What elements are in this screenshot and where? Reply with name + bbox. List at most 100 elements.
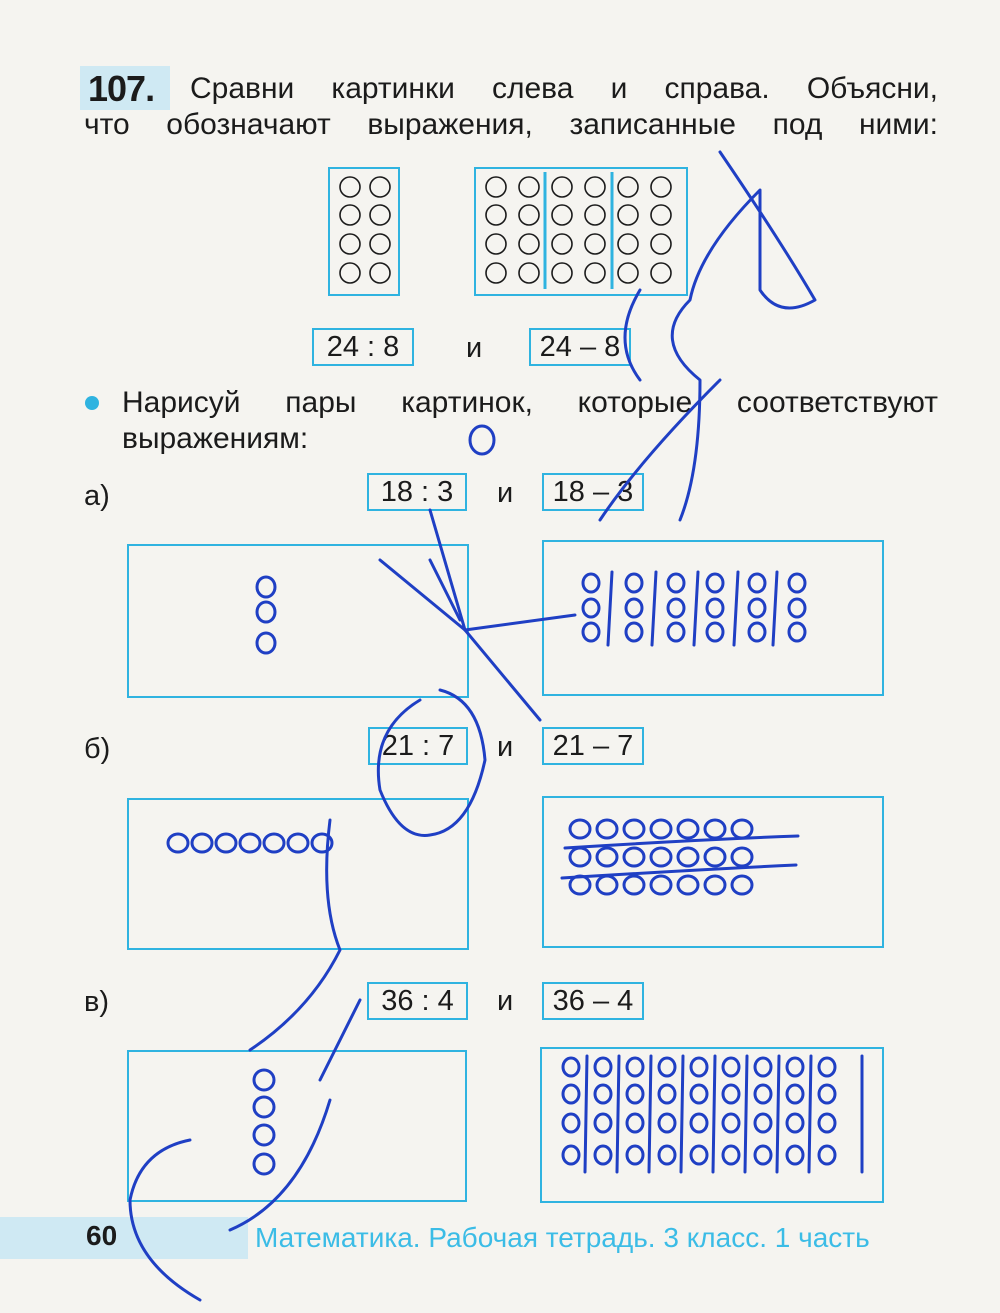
- ink-dot: [649, 846, 673, 868]
- ink-separator: [647, 1054, 653, 1174]
- ink-dot: [625, 1056, 645, 1078]
- example-dot: [485, 176, 507, 198]
- item-c-left-drawing-area[interactable]: [127, 1050, 467, 1202]
- ink-dot: [817, 1056, 837, 1078]
- example-dot: [617, 233, 639, 255]
- item-c-right-drawing-area[interactable]: [540, 1047, 884, 1203]
- task-number-badge: 107.: [80, 66, 170, 110]
- ink-dot: [625, 1112, 645, 1134]
- item-c-label: в): [84, 986, 110, 1018]
- ink-dot: [255, 600, 277, 624]
- ink-dot: [657, 1144, 677, 1166]
- ink-dot: [622, 874, 646, 896]
- ink-separator: [743, 1054, 749, 1174]
- ink-dot: [262, 832, 286, 854]
- ink-scribble: [228, 1098, 332, 1232]
- ink-separator: [615, 1054, 621, 1174]
- ink-dot: [730, 874, 754, 896]
- ink-dot: [705, 621, 725, 643]
- ink-dot: [657, 1056, 677, 1078]
- ink-separator: [679, 1054, 685, 1174]
- ink-separator: [775, 1054, 781, 1174]
- book-title: Математика. Рабочая тетрадь. 3 класс. 1 …: [255, 1222, 870, 1253]
- ink-separator: [692, 570, 700, 647]
- example-dot: [339, 204, 361, 226]
- example-dot: [518, 262, 540, 284]
- ink-dot: [721, 1112, 741, 1134]
- ink-dot: [817, 1112, 837, 1134]
- ink-dot: [561, 1056, 581, 1078]
- ink-separator: [606, 570, 614, 647]
- ink-separator: [732, 570, 740, 647]
- task-text-line-2: что обозначают выражения, записанные под…: [84, 108, 938, 141]
- example-dot: [485, 204, 507, 226]
- ink-dot: [593, 1144, 613, 1166]
- ink-dot: [255, 631, 277, 655]
- ink-dot: [787, 621, 807, 643]
- ink-dot: [703, 846, 727, 868]
- ink-dot: [568, 818, 592, 840]
- task-number: 107.: [88, 68, 155, 109]
- example-dot: [584, 262, 606, 284]
- example-dot: [339, 176, 361, 198]
- ink-dot: [747, 597, 767, 619]
- ink-dot: [238, 832, 262, 854]
- ink-dot: [817, 1144, 837, 1166]
- example-conjunction: и: [466, 332, 483, 364]
- ink-dot: [581, 572, 601, 594]
- example-dot: [551, 204, 573, 226]
- example-left-picture: [328, 167, 400, 296]
- instruction-line-1: Нарисуй пары картинок, которые соответст…: [122, 386, 938, 419]
- item-b-subtraction: 21 – 7: [542, 727, 644, 765]
- ink-scribble: [378, 508, 467, 632]
- ink-dot: [666, 572, 686, 594]
- ink-separator: [711, 1054, 717, 1174]
- ink-dot: [753, 1144, 773, 1166]
- ink-scribble-ring: [468, 424, 496, 456]
- ink-dot: [730, 818, 754, 840]
- example-dot: [584, 204, 606, 226]
- ink-dot: [252, 1152, 276, 1176]
- item-b-division: 21 : 7: [368, 727, 468, 765]
- item-b-left-drawing-area[interactable]: [127, 798, 469, 950]
- ink-separator: [650, 570, 658, 647]
- example-dot: [584, 233, 606, 255]
- ink-dot: [252, 1095, 276, 1119]
- ink-dot: [785, 1144, 805, 1166]
- example-dot: [617, 176, 639, 198]
- example-expression-division: 24 : 8: [312, 328, 414, 366]
- ink-scribble: [670, 150, 817, 522]
- ink-dot: [721, 1056, 741, 1078]
- ink-dot: [705, 572, 725, 594]
- ink-dot: [657, 1083, 677, 1105]
- footer-band: [0, 1217, 248, 1259]
- page-number: 60: [86, 1220, 118, 1251]
- example-dot: [518, 233, 540, 255]
- ink-scribble: [463, 613, 577, 632]
- example-dot: [551, 176, 573, 198]
- ink-separator: [807, 1054, 813, 1174]
- ink-scribble: [598, 378, 722, 522]
- example-expression-subtraction: 24 – 8: [529, 328, 631, 366]
- ink-dot: [625, 1144, 645, 1166]
- ink-dot: [649, 874, 673, 896]
- ink-dot: [689, 1144, 709, 1166]
- example-dot: [369, 262, 391, 284]
- ink-dot: [747, 572, 767, 594]
- ink-dot: [785, 1112, 805, 1134]
- example-dot: [518, 204, 540, 226]
- item-a-left-drawing-area[interactable]: [127, 544, 469, 698]
- ink-dot: [753, 1083, 773, 1105]
- ink-dot: [252, 1123, 276, 1147]
- item-b-right-drawing-area[interactable]: [542, 796, 884, 948]
- example-dot: [339, 233, 361, 255]
- ink-dot: [666, 621, 686, 643]
- ink-dot: [625, 1083, 645, 1105]
- ink-dot: [689, 1112, 709, 1134]
- ink-dot: [561, 1083, 581, 1105]
- task-text-line-1: Сравни картинки слева и справа. Объясни,: [190, 72, 938, 105]
- example-dot: [551, 233, 573, 255]
- ink-dot: [595, 874, 619, 896]
- ink-dot: [787, 597, 807, 619]
